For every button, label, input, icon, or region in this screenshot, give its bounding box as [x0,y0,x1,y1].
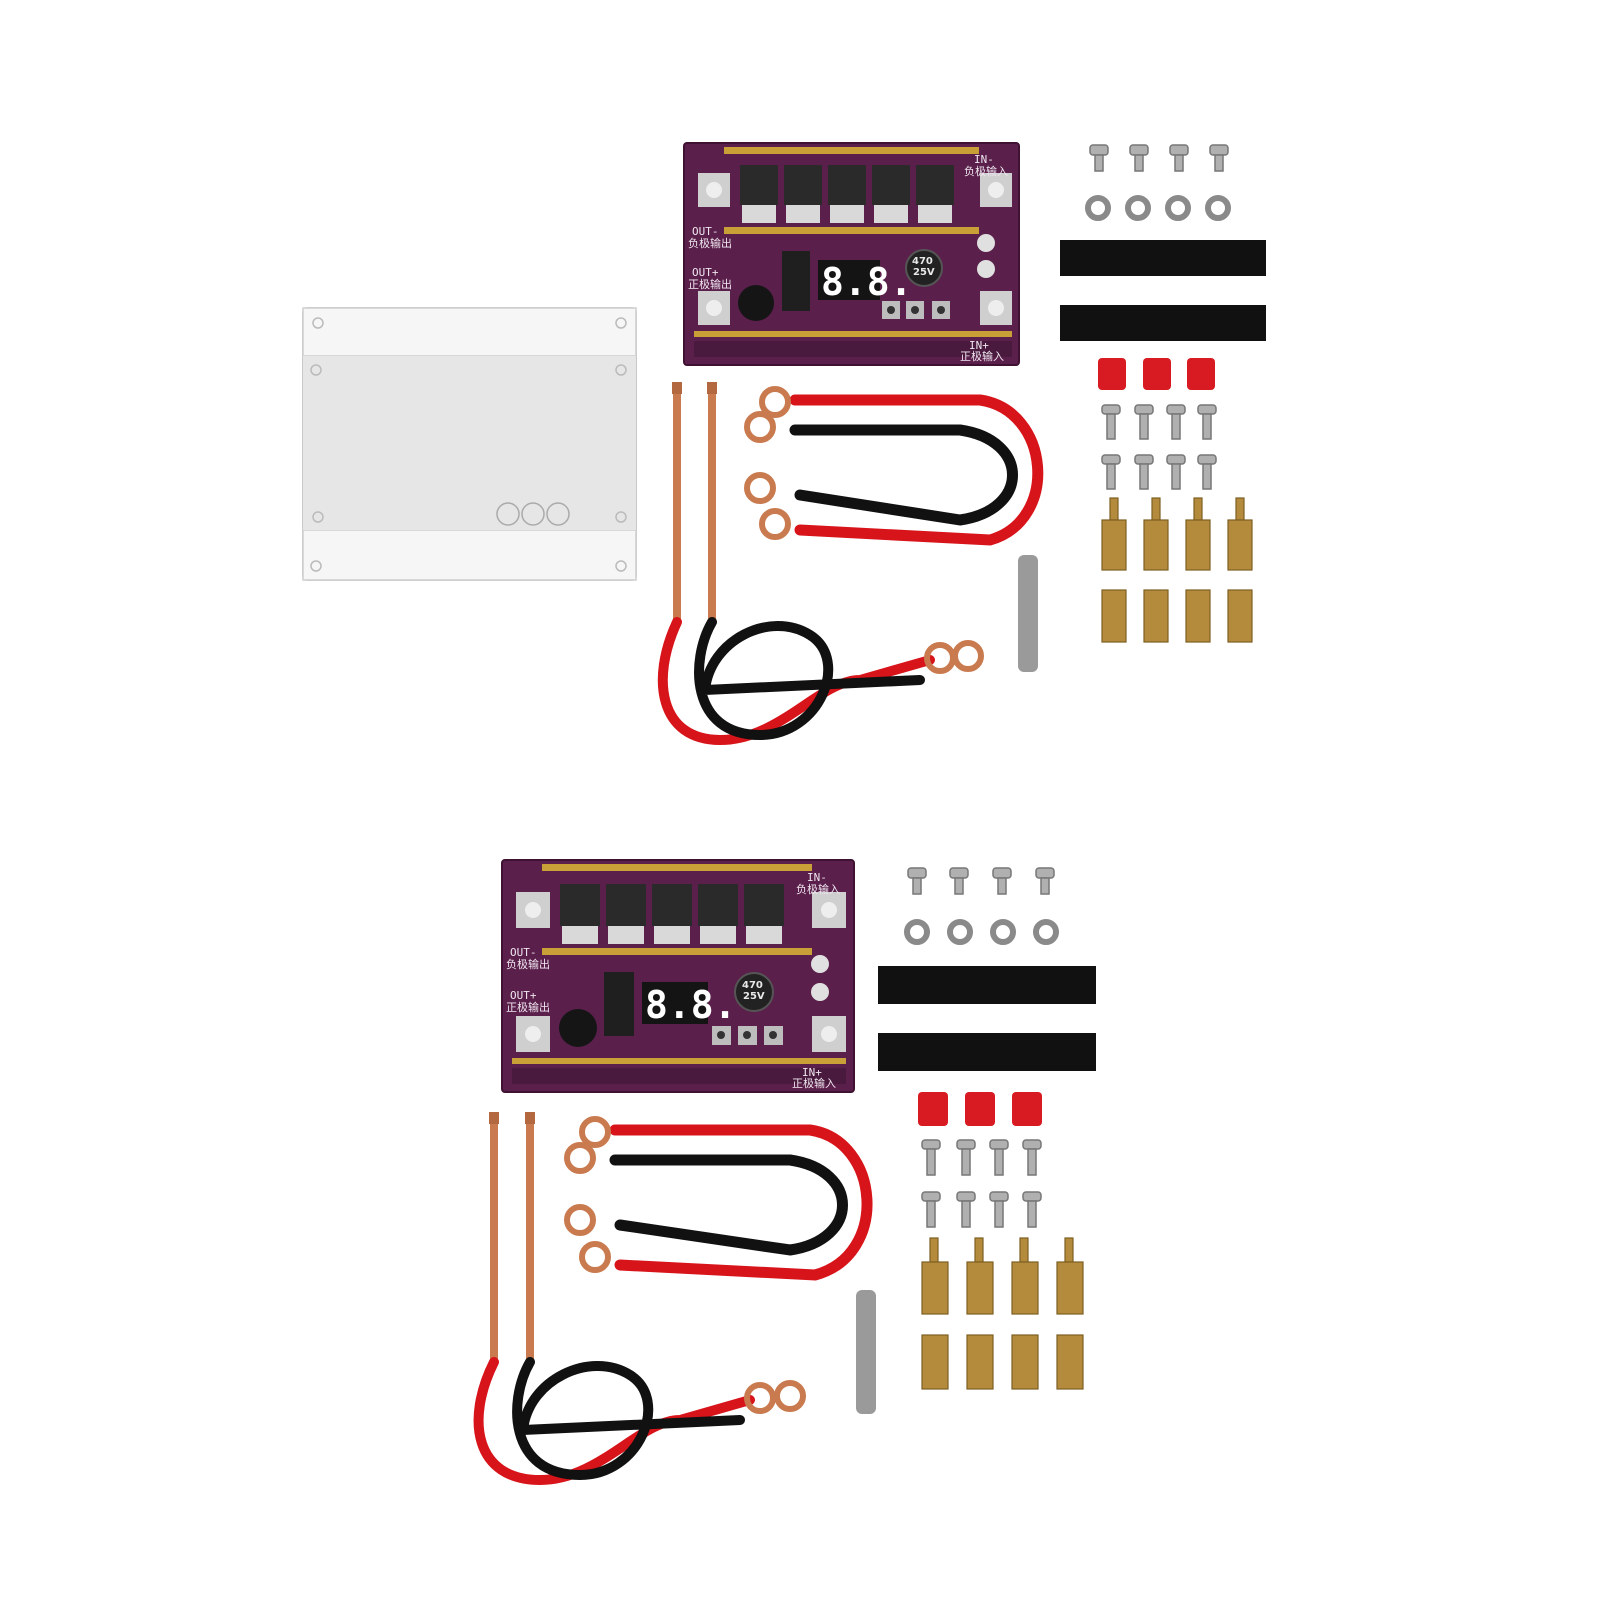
label-in-plus: IN+ [802,1066,822,1079]
screw-icon [1089,144,1229,172]
nickel-strip-icon [1018,555,1038,672]
label-in-minus: IN- [974,153,994,166]
label-in-minus-cn: 负极输入 [796,882,840,896]
capacitor-icon [905,249,943,287]
seven-segment-display [642,982,708,1024]
battery-cable-icon [744,386,1044,546]
seven-segment-display [818,260,880,300]
label-in-minus: IN- [807,871,827,884]
capacitor-voltage: 25V [913,267,935,278]
pcb-board-icon: IN- 负极输入 OUT- 负极输出 OUT+ 正极输出 IN+ 正极输入 8.… [683,142,1020,366]
welding-pen-icon [672,382,717,625]
washer-icon [1085,195,1231,221]
cable-icon [657,617,984,746]
screw-icon [1101,404,1217,490]
display-value: 8.8. [645,983,737,1027]
pcb-board-icon: IN- 负极输入 OUT- 负极输出 OUT+ 正极输出 IN+ 正极输入 8.… [501,859,855,1093]
label-out-plus-cn: 正极输出 [688,277,732,291]
battery-cable-icon [564,1116,873,1281]
capacitor-voltage: 25V [743,991,765,1002]
label-in-minus-cn: 负极输入 [964,164,1008,178]
capacitor-value: 470 [912,256,933,267]
label-in-plus: IN+ [969,339,989,352]
label-out-plus-cn: 正极输出 [506,1000,550,1014]
label-out-plus: OUT+ [692,266,719,279]
cable-icon [473,1357,806,1486]
rubber-cap-icon [918,1092,1042,1126]
label-out-minus-cn: 负极输出 [506,957,550,971]
brass-standoff-icon [921,1237,1084,1390]
nickel-strip-icon [856,1290,876,1414]
label-out-minus: OUT- [510,946,537,959]
brass-standoff-icon [1101,497,1253,643]
washer-icon [904,919,1059,945]
kit-with-cover: IN- 负极输入 OUT- 负极输出 OUT+ 正极输出 IN+ 正极输入 8.… [302,142,1266,746]
label-out-minus-cn: 负极输出 [688,236,732,250]
label-out-plus: OUT+ [510,989,537,1002]
rubber-cap-icon [1098,358,1215,390]
display-value: 8.8. [821,260,913,304]
capacitor-icon [734,972,774,1012]
acrylic-cover-icon [302,307,637,581]
label-in-plus-cn: 正极输入 [960,349,1004,363]
screw-icon [907,867,1055,895]
heatshrink-tube-icon [1060,240,1266,341]
label-out-minus: OUT- [692,225,719,238]
capacitor-value: 470 [742,980,763,991]
heatshrink-tube-icon [878,966,1096,1071]
label-in-plus-cn: 正极输入 [792,1076,836,1090]
welding-pen-icon [489,1112,535,1365]
screw-icon [921,1139,1042,1228]
